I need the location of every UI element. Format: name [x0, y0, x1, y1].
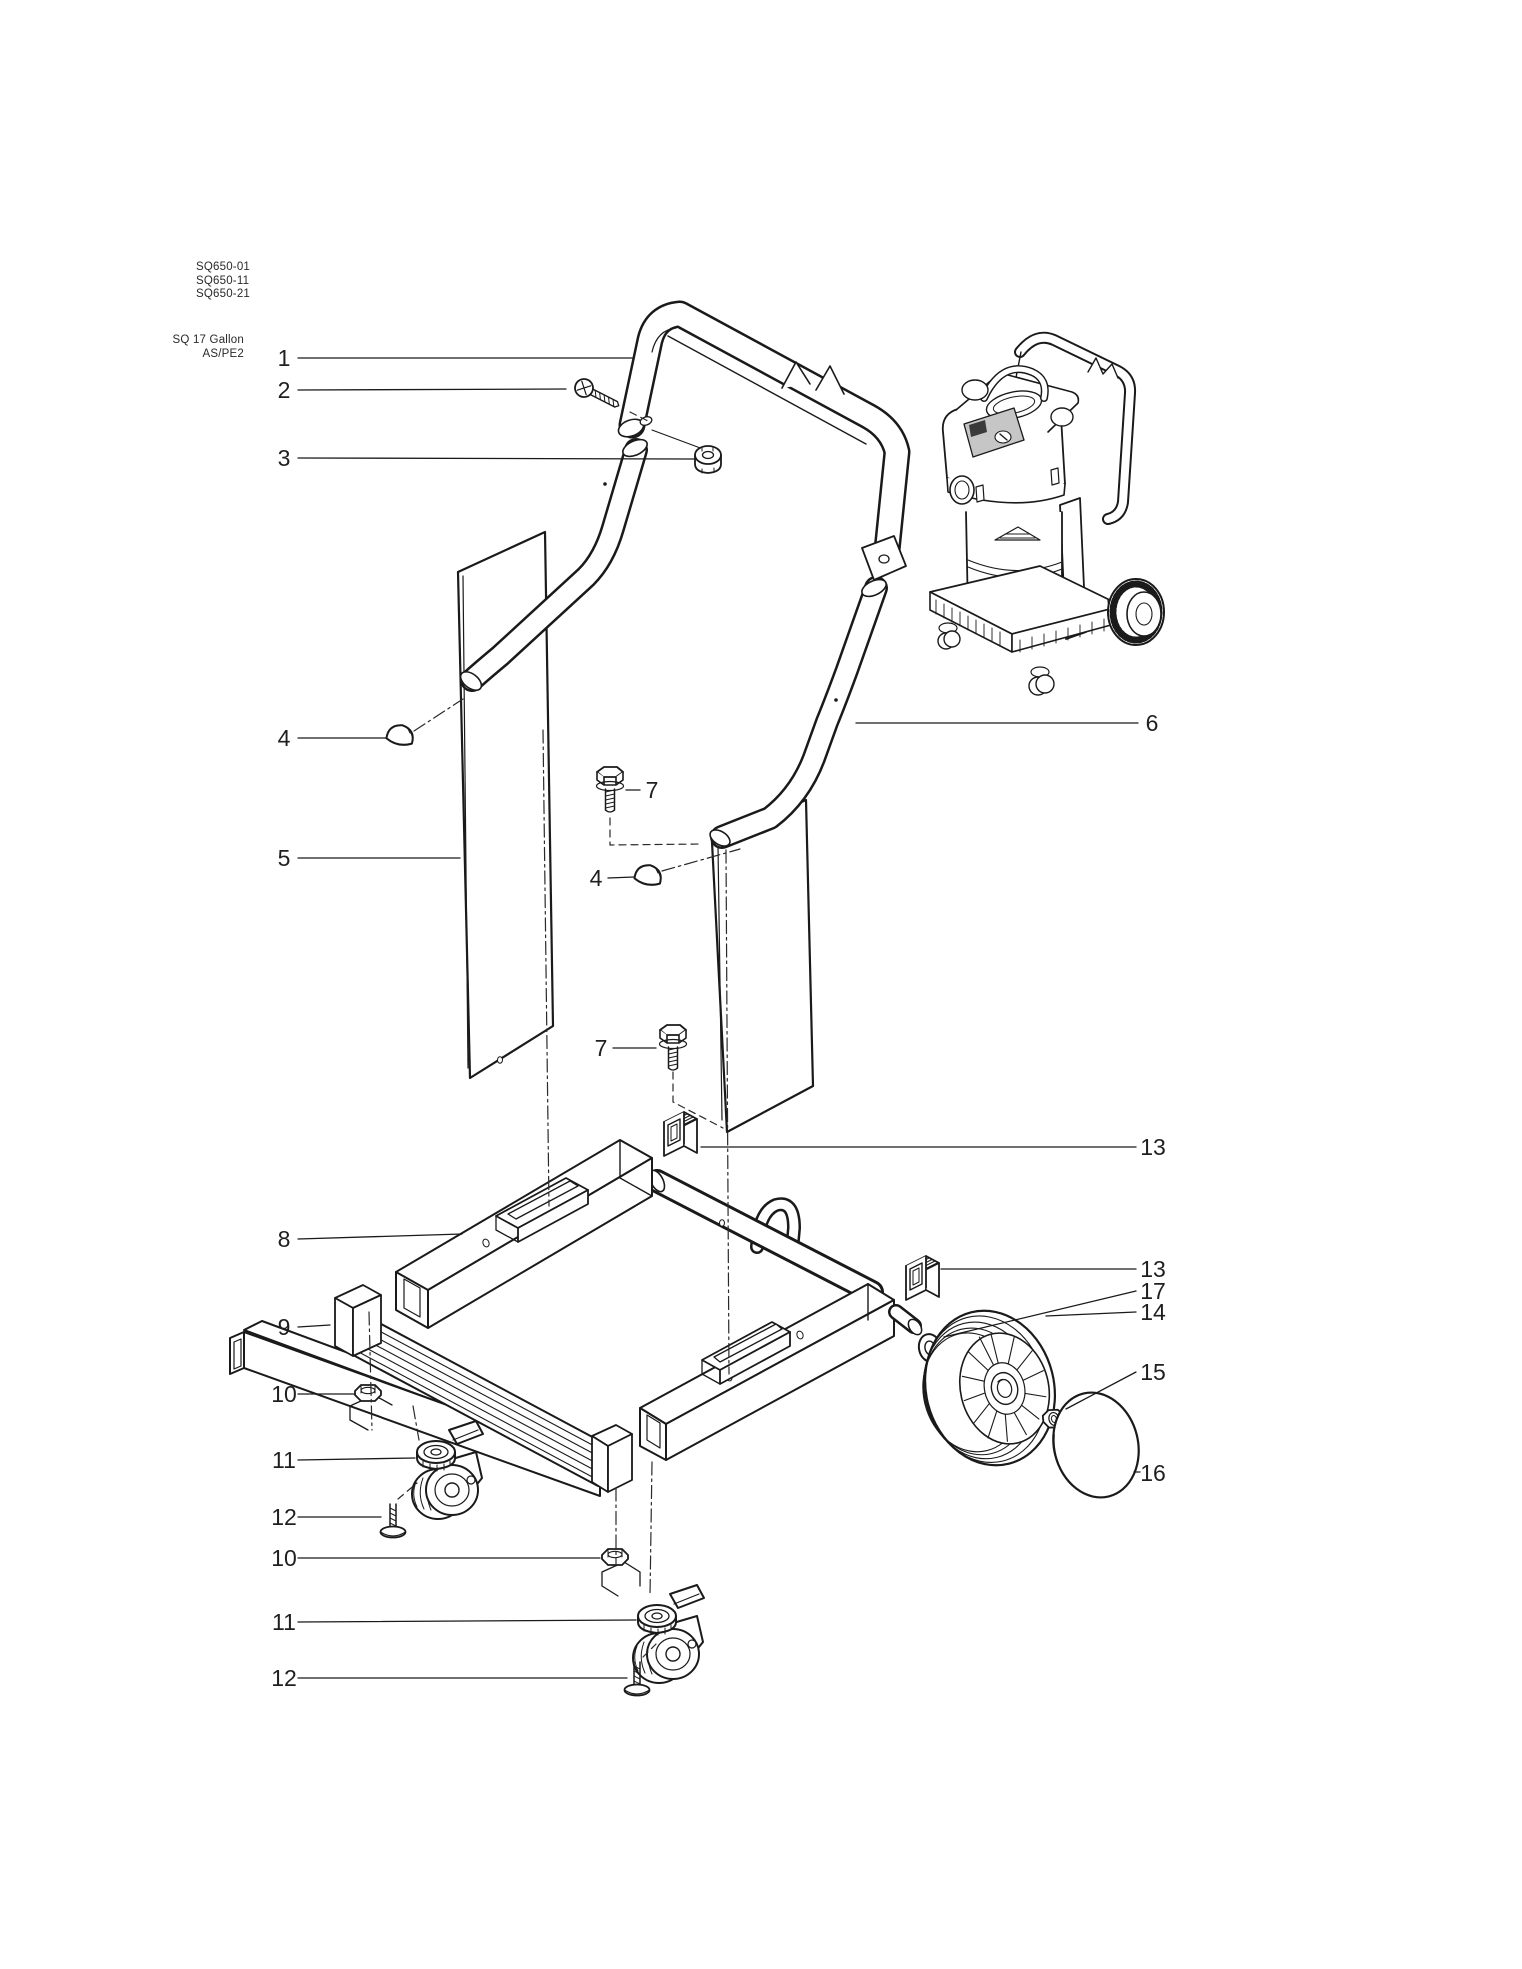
callout-label: 13: [1140, 1256, 1166, 1282]
leader-line: [297, 1324, 331, 1328]
callout-label: 12: [271, 1504, 297, 1530]
callout-label: 9: [278, 1314, 291, 1340]
leader-line: [1065, 1371, 1137, 1410]
product-name-block: SQ 17 Gallon AS/PE2: [140, 334, 244, 361]
model-number-list: SQ650-01 SQ650-11 SQ650-21: [196, 261, 250, 302]
part-7-bolt: [595, 766, 625, 813]
callout-label: 14: [1140, 1299, 1166, 1325]
leader-line: [1045, 1311, 1137, 1317]
callout-label: 12: [271, 1665, 297, 1691]
model-number: SQ650-21: [196, 288, 251, 300]
callout-label: 2: [278, 377, 291, 403]
leader-line: [297, 1233, 463, 1240]
fastener-dashes: [397, 411, 724, 1658]
part-14-wheel: [922, 1309, 1057, 1467]
model-number: SQ650-01: [196, 261, 251, 273]
frame-axle-stub: [888, 1304, 923, 1336]
callout-label: 15: [1140, 1359, 1166, 1385]
part-12-screw: [379, 1503, 407, 1539]
leader-line: [297, 388, 567, 391]
part-5-panel-right: [710, 798, 815, 1134]
part-10-nut: [354, 1384, 382, 1402]
callout-label: 10: [271, 1381, 297, 1407]
product-name: SQ 17 Gallon: [172, 334, 244, 346]
callout-label: 11: [272, 1447, 296, 1473]
callout-label: 7: [595, 1035, 608, 1061]
part-10-nut: [601, 1548, 629, 1566]
callout-label: 4: [590, 865, 603, 891]
frame-rear-bar: [645, 1169, 884, 1304]
callout-label: 10: [271, 1545, 297, 1571]
part-4-cap: [632, 861, 665, 889]
part-13-sleeve: [905, 1255, 940, 1301]
leader-line: [297, 1619, 637, 1623]
part-3-nut: [694, 445, 722, 474]
callout-label: 6: [1146, 710, 1159, 736]
part-13-sleeve: [663, 1111, 698, 1157]
part-11-caster: [632, 1584, 705, 1684]
bracket-plate: [601, 1561, 641, 1597]
leader-line: [943, 1290, 1137, 1338]
model-number: SQ650-11: [196, 274, 250, 287]
frame-front-bar: [639, 1283, 895, 1461]
part-16-hubcap: [1052, 1391, 1140, 1499]
part-8-crossbar: [395, 1139, 653, 1329]
part-9-bumper: [334, 1284, 633, 1493]
alignment-axes: [368, 698, 741, 1597]
part-7-bolt: [658, 1024, 688, 1071]
part-6-frame-legs: [459, 438, 888, 849]
callout-label: 11: [272, 1609, 296, 1635]
callout-label: 4: [278, 725, 291, 751]
callout-label: 1: [278, 345, 291, 371]
thumbnail-caster: [937, 622, 1055, 696]
leader-line: [297, 457, 695, 460]
callout-label: 13: [1140, 1134, 1166, 1160]
part-2-screw: [574, 378, 620, 408]
leader-lines: [297, 357, 1141, 1679]
callout-label: 16: [1140, 1460, 1166, 1486]
leader-line: [607, 876, 635, 879]
callout-label: 17: [1140, 1278, 1166, 1304]
part-1-handle-grip: [617, 300, 911, 581]
product-variant: AS/PE2: [202, 347, 244, 360]
callout-label: 7: [646, 777, 659, 803]
callout-label: 5: [278, 845, 291, 871]
callout-label: 8: [278, 1226, 291, 1252]
callout-label: 3: [278, 445, 291, 471]
leader-line: [297, 1457, 416, 1461]
assembled-unit-thumbnail: [929, 331, 1165, 696]
part-4-cap: [384, 721, 417, 749]
